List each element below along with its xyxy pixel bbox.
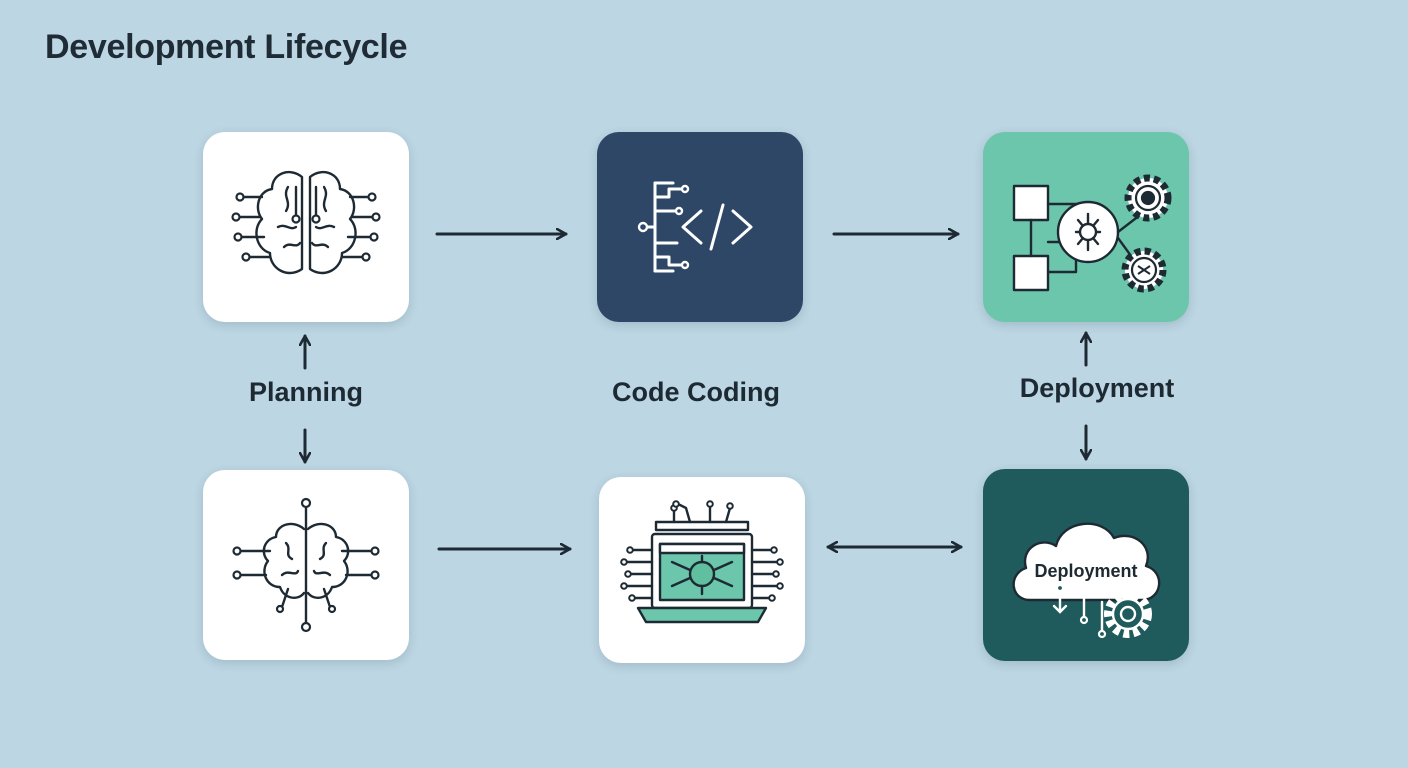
cloud-gear-icon: Deployment [1012,522,1161,639]
laptop-chip-icon [620,500,784,624]
bug-gears-icon [1012,174,1172,293]
coding-label: Code Coding [612,377,780,407]
gear-icon [1124,174,1172,222]
gear-icon [1104,590,1152,638]
brain-circuit-icon [231,170,381,275]
testing-node [983,132,1189,322]
planning-node [203,132,409,322]
coding-node [597,132,803,322]
brain-network-node [203,470,409,660]
brain-network-icon [232,497,380,633]
deployment-node: Deployment [983,469,1189,661]
development-node [599,477,805,663]
code-tag-icon [637,181,753,273]
page-title: Development Lifecycle [45,28,408,66]
cloud-label: Deployment [1034,561,1137,581]
gear-icon [1121,247,1167,293]
deployment-label: Deployment [1019,373,1175,403]
planning-label: Planning [249,377,363,407]
